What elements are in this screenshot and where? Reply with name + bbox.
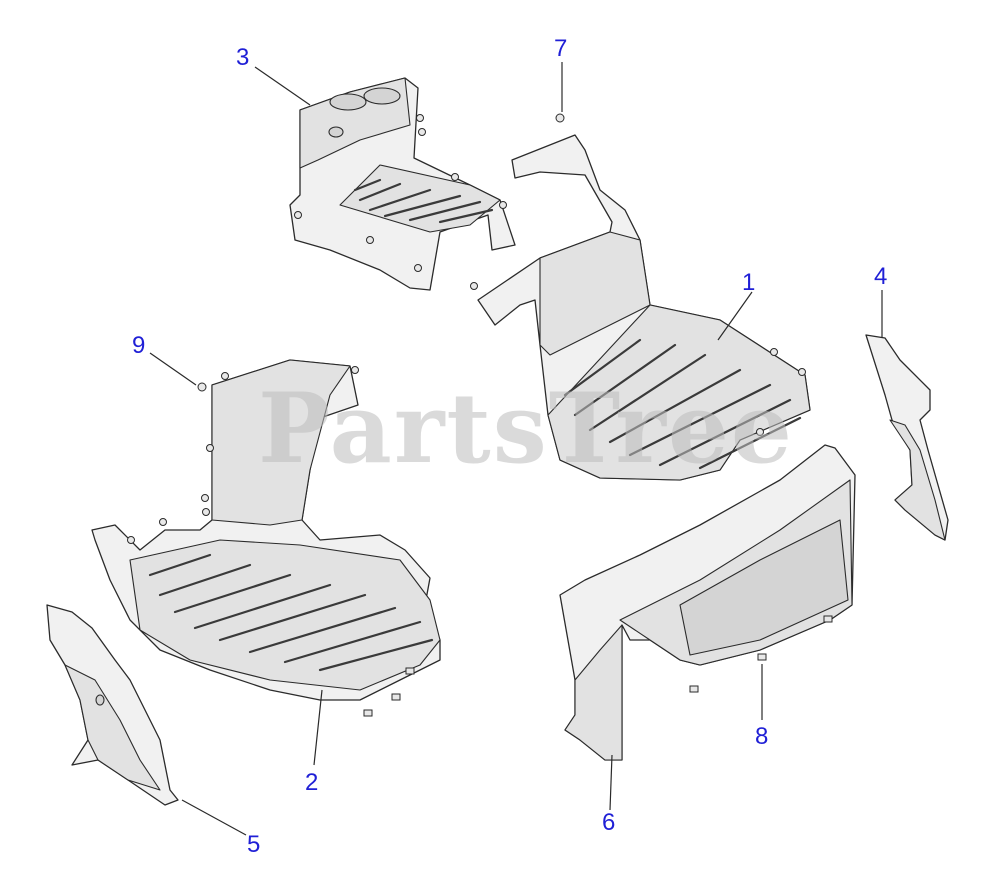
callout-3: 3 [236, 44, 249, 71]
callout-4: 4 [874, 263, 887, 290]
callout-7: 7 [554, 35, 567, 62]
callouts: 1 2 3 4 5 6 7 8 9 [132, 35, 887, 858]
part-6-rear-panel[interactable] [559, 444, 856, 761]
console-floor-slots [353, 178, 494, 224]
part-4-right-side-panel[interactable] [865, 334, 949, 541]
part-2-left-floor[interactable] [91, 359, 441, 701]
floor-2-slots [148, 553, 434, 672]
floor-1-slots [563, 338, 802, 470]
watermark-text: PartsTree [258, 372, 794, 485]
part-1-floor-panel[interactable] [477, 134, 811, 481]
callout-6: 6 [602, 809, 615, 836]
part-3-console[interactable] [289, 77, 516, 291]
callout-5: 5 [247, 831, 260, 858]
fasteners [127, 113, 833, 717]
leader-lines [149, 62, 883, 836]
callout-2: 2 [305, 769, 318, 796]
callout-1: 1 [742, 269, 755, 296]
callout-9: 9 [132, 332, 145, 359]
callout-8: 8 [755, 723, 768, 750]
part-5-left-side-panel[interactable] [46, 604, 179, 806]
